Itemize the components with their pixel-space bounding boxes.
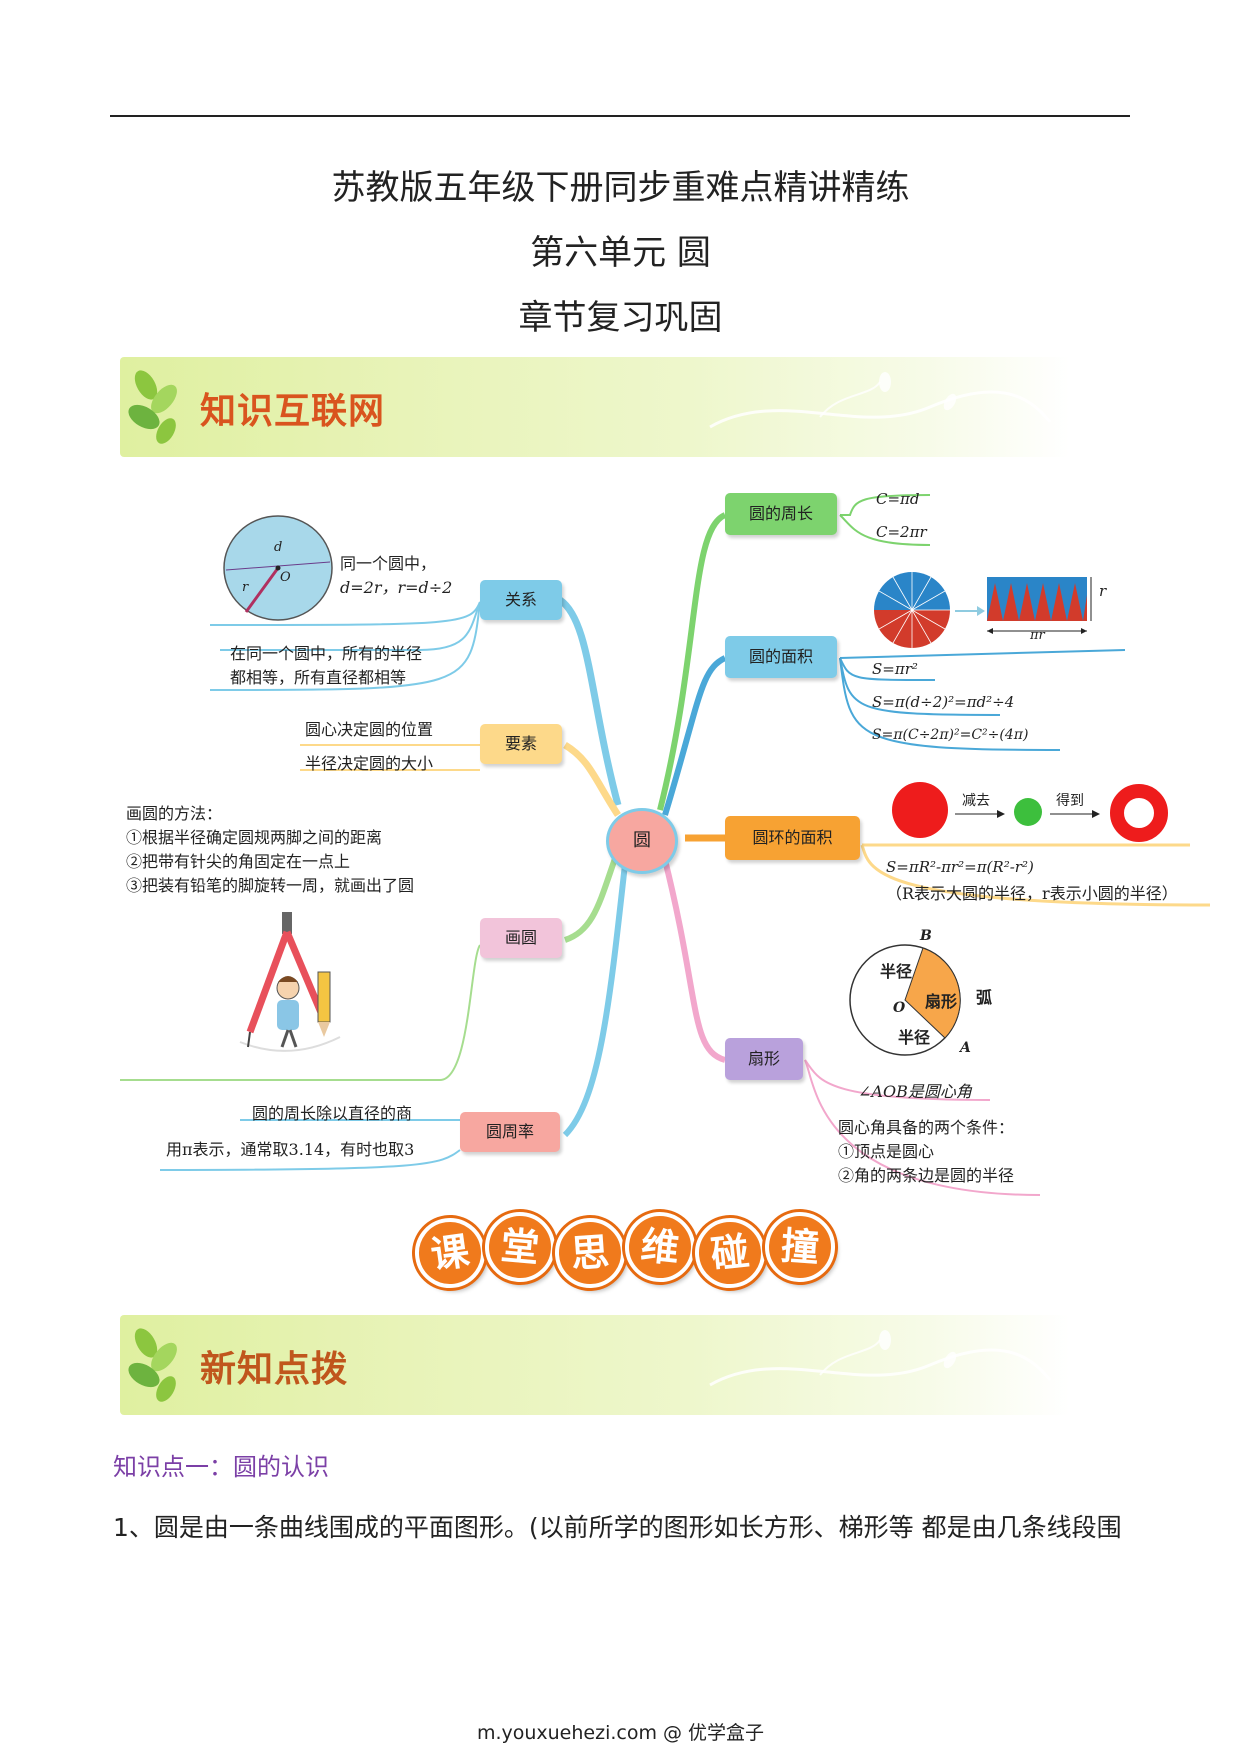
label-o: O — [280, 570, 291, 585]
knowledge-point-heading: 知识点一：圆的认识 — [113, 1453, 329, 1481]
node-relation: 关系 — [480, 580, 562, 620]
sector-radius-label-1: 半径 — [880, 962, 913, 981]
leaf-icon — [128, 1328, 177, 1402]
node-elements: 要素 — [480, 724, 562, 764]
node-ring-area: 圆环的面积 — [725, 816, 860, 860]
footer-watermark: m.youxuehezi.com @ 优学盒子 — [476, 1722, 765, 1744]
area-rectangle-diagram — [987, 577, 1092, 634]
node-circumference: 圆的周长 — [725, 493, 837, 535]
vine-ornament — [709, 372, 1052, 429]
area-formula-2: S=π(d÷2)²=πd²÷4 — [872, 693, 1015, 711]
banner-knowledge-network: 知识互联网 — [120, 357, 1070, 457]
banner-title: 新知点拨 — [200, 1349, 349, 1390]
node-draw-circle: 画圆 — [480, 918, 562, 958]
compass-illustration — [239, 912, 341, 1052]
node-center-circle: 圆 — [606, 808, 678, 874]
arrow-icon — [955, 606, 985, 616]
circumference-formula-1: C=πd — [876, 490, 920, 508]
sector-point-b: B — [920, 928, 932, 944]
ring-note: （R表示大圆的半径，r表示小圆的半径） — [886, 884, 1178, 903]
relation-note2-line2: 都相等，所有直径都相等 — [230, 668, 407, 687]
draw-method-title: 画圆的方法： — [126, 804, 223, 823]
sector-note4: ②角的两条边是圆的半径 — [838, 1166, 1015, 1185]
sector-note1: ∠AOB是圆心角 — [858, 1082, 972, 1101]
sector-point-a: A — [960, 1040, 971, 1056]
node-pi: 圆周率 — [460, 1112, 560, 1152]
circle-diameter-diagram — [223, 515, 333, 621]
area-formula-1: S=πr² — [872, 660, 918, 678]
draw-step3: ③把装有铅笔的脚旋转一周，就画出了圆 — [126, 876, 415, 895]
leaf-icon — [128, 370, 177, 444]
node-sector: 扇形 — [725, 1038, 803, 1080]
area-fig-r: r — [1099, 582, 1107, 600]
node-area: 圆的面积 — [725, 636, 837, 678]
unit-title: 第六单元 圆 — [530, 233, 711, 273]
arrow-icon-3 — [1050, 810, 1100, 818]
sector-arc-label: 弧 — [976, 988, 993, 1007]
ring-shape — [1110, 784, 1168, 842]
label-d: d — [274, 540, 283, 555]
small-circle-shape — [1014, 798, 1042, 826]
area-circle-diagram — [874, 572, 950, 648]
relation-note1-line2: d=2r，r=d÷2 — [340, 578, 453, 597]
pi-note2: 用π表示，通常取3.14，有时也取3 — [166, 1140, 415, 1159]
paragraph-1: 1、圆是由一条曲线围成的平面图形。(以前所学的图形如长方形、梯形等 都是由几条线… — [113, 1513, 1122, 1542]
banner-title: 知识互联网 — [200, 391, 386, 432]
top-rule — [110, 115, 1130, 117]
ring-formula: S=πR²-πr²=π(R²-r²) — [886, 858, 1034, 876]
banner-new-tips: 新知点拨 — [120, 1315, 1070, 1415]
label-r: r — [242, 580, 249, 595]
sector-note2: 圆心角具备的两个条件： — [838, 1118, 1015, 1137]
sector-diagram — [849, 944, 961, 1056]
sector-label: 扇形 — [925, 992, 958, 1011]
sector-radius-label-2: 半径 — [898, 1028, 931, 1047]
ring-get-label: 得到 — [1056, 793, 1084, 809]
doc-title: 苏教版五年级下册同步重难点精讲精练 — [331, 168, 910, 208]
draw-step1: ①根据半径确定圆规两脚之间的距离 — [126, 828, 383, 847]
sector-note3: ①顶点是圆心 — [838, 1142, 935, 1161]
area-formula-3: S=π(C÷2π)²=C²÷(4π) — [872, 727, 1029, 743]
relation-note1-line1: 同一个圆中， — [340, 554, 437, 573]
sector-point-o: O — [893, 1000, 906, 1016]
elements-note2: 半径决定圆的大小 — [305, 754, 434, 773]
relation-note2-line1: 在同一个圆中，所有的半径 — [230, 644, 423, 663]
circumference-formula-2: C=2πr — [876, 523, 927, 541]
draw-step2: ②把带有针尖的角固定在一点上 — [126, 852, 351, 871]
elements-note1: 圆心决定圆的位置 — [305, 720, 434, 739]
area-fig-pir: πr — [1030, 628, 1045, 643]
pi-note1: 圆的周长除以直径的商 — [252, 1104, 413, 1123]
ring-minus-label: 减去 — [962, 793, 990, 809]
arrow-icon-2 — [955, 810, 1005, 818]
section-title: 章节复习巩固 — [518, 298, 723, 338]
vine-ornament — [709, 1330, 1052, 1387]
big-circle-shape — [892, 782, 948, 838]
